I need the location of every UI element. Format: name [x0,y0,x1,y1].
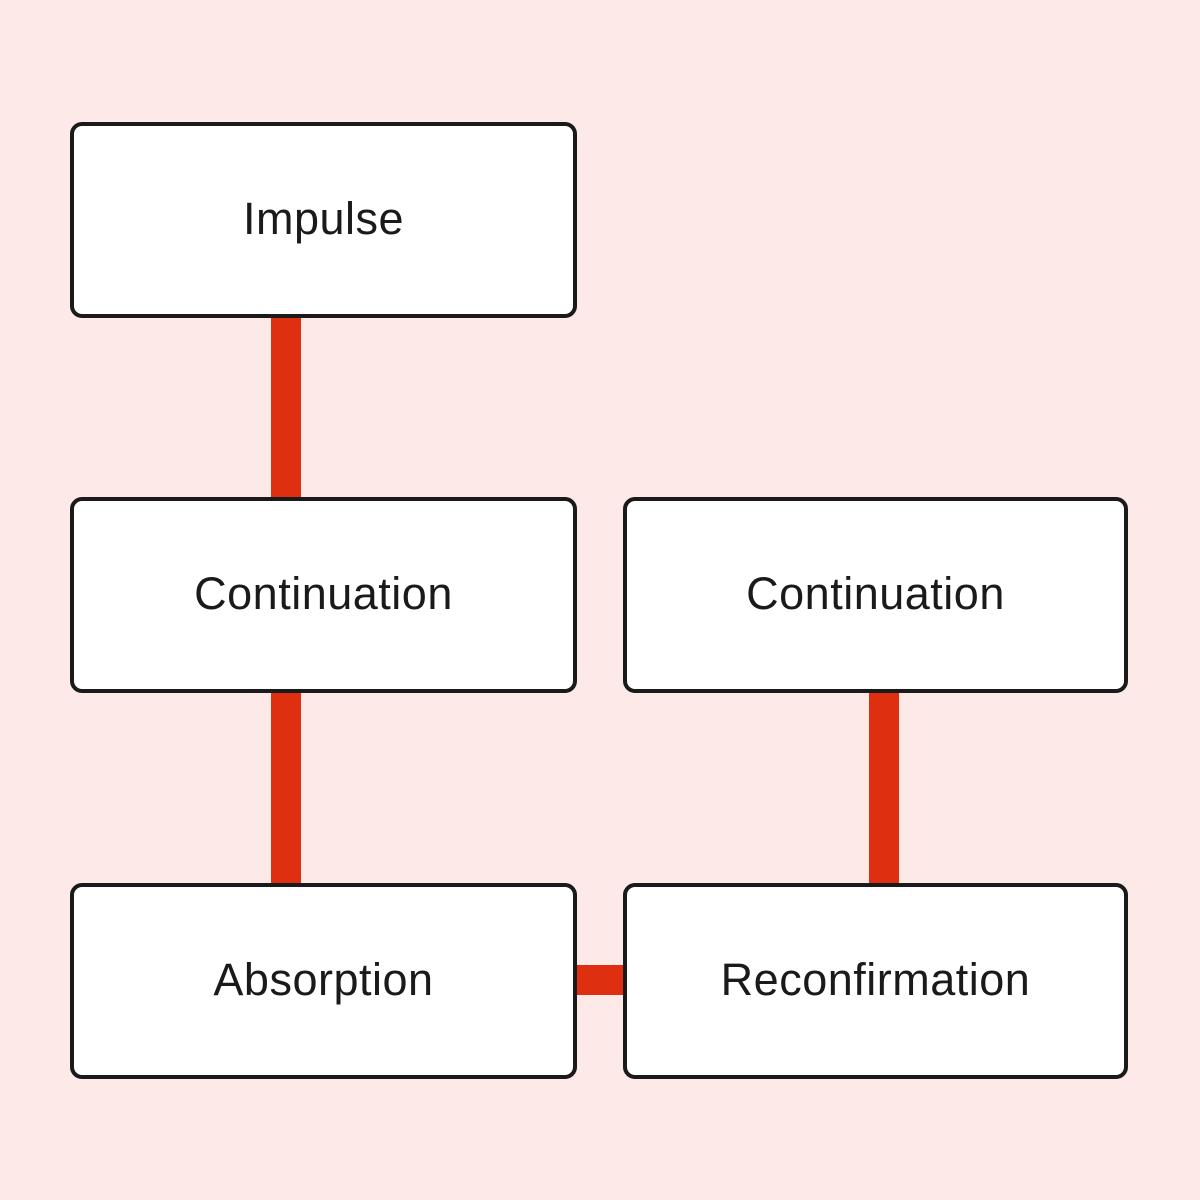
node-impulse: Impulse [70,122,577,318]
node-impulse-label: Impulse [242,192,405,244]
node-absorption-label: Absorption [213,953,434,1005]
connector-continuation-left-to-absorption [271,675,301,900]
node-continuation-right-label: Continuation [746,567,1005,619]
node-continuation-right: Continuation [623,497,1128,693]
node-reconfirmation-label: Reconfirmation [720,953,1031,1005]
node-continuation-left: Continuation [70,497,577,693]
connector-continuation-right-to-reconfirmation [869,675,899,900]
connector-impulse-to-continuation-left [271,300,301,515]
node-reconfirmation: Reconfirmation [623,883,1128,1079]
node-continuation-left-label: Continuation [194,567,453,619]
node-absorption: Absorption [70,883,577,1079]
